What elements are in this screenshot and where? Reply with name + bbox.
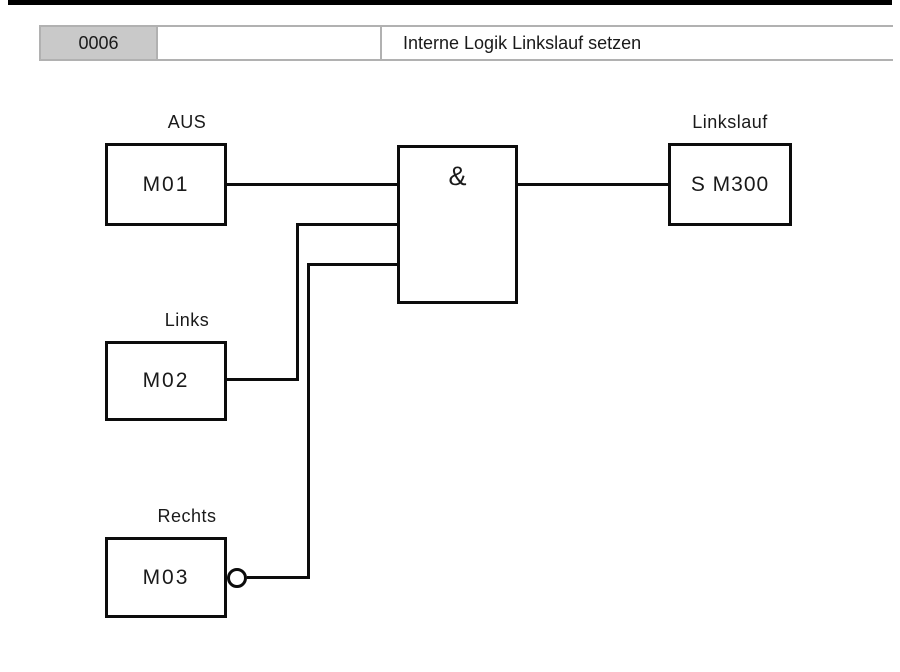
operand-text-m01: M01 bbox=[142, 172, 190, 196]
wire-m02-horizontal bbox=[227, 378, 299, 381]
output-block-sm300: S M300 bbox=[668, 143, 792, 226]
output-label-linkslauf: Linkslauf bbox=[692, 112, 768, 132]
and-gate-block: & bbox=[397, 145, 518, 304]
network-title-cell: Interne Logik Linkslauf setzen bbox=[382, 27, 893, 59]
network-number-cell: 0006 bbox=[41, 27, 158, 59]
operand-text-m03: M03 bbox=[142, 565, 190, 589]
network-header: 0006 Interne Logik Linkslauf setzen bbox=[39, 25, 893, 61]
operand-text-sm300: S M300 bbox=[690, 172, 770, 196]
wire-m03-to-gate bbox=[307, 263, 397, 266]
input-label-aus: AUS bbox=[167, 112, 207, 132]
wire-m01-to-gate bbox=[227, 183, 397, 186]
input-label-links: Links bbox=[164, 310, 210, 330]
operand-text-m02: M02 bbox=[142, 369, 190, 392]
wire-m03-horizontal bbox=[247, 576, 310, 579]
input-block-m01: M01 bbox=[105, 143, 227, 226]
wire-gate-to-output bbox=[517, 183, 668, 186]
wire-m02-vertical bbox=[296, 223, 299, 381]
network-comment-cell bbox=[158, 27, 382, 59]
top-rule bbox=[8, 0, 892, 5]
wire-m03-vertical bbox=[307, 263, 310, 579]
input-label-rechts: Rechts bbox=[157, 506, 217, 526]
wire-m02-to-gate bbox=[296, 223, 397, 226]
negation-circle-icon bbox=[227, 568, 247, 588]
input-block-m03: M03 bbox=[105, 537, 227, 618]
and-gate-symbol: & bbox=[448, 161, 467, 191]
input-block-m02: M02 bbox=[105, 341, 227, 421]
